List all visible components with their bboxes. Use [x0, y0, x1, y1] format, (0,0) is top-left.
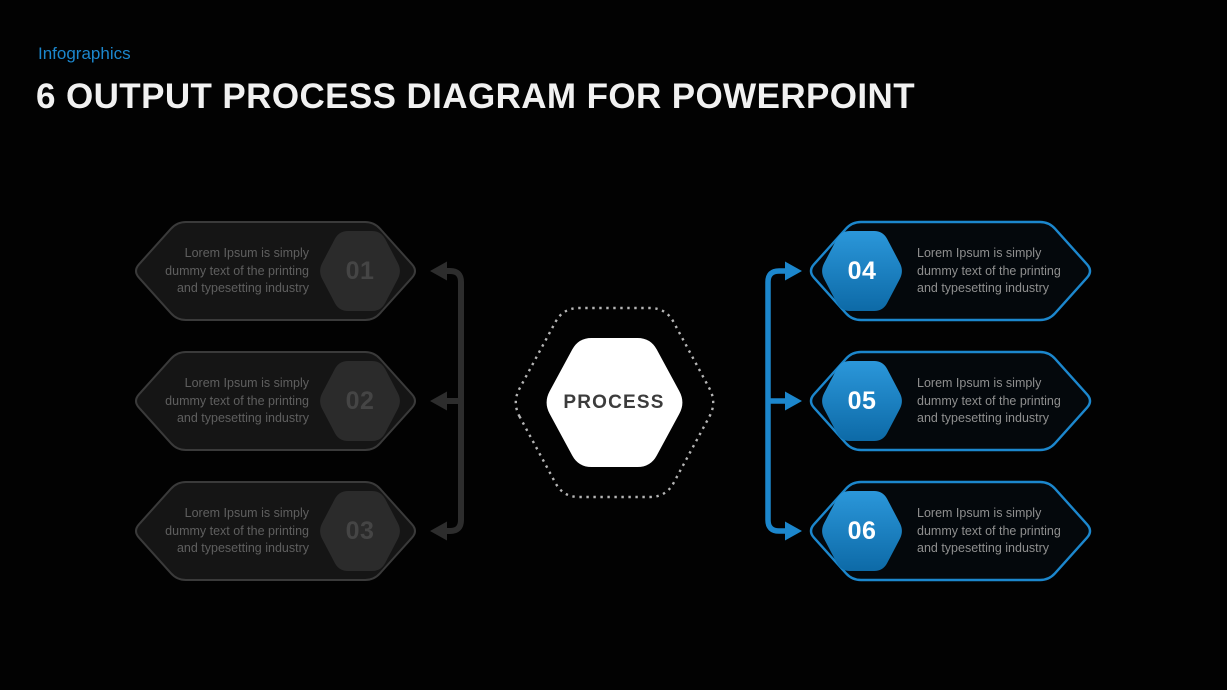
eyebrow-label: Infographics [38, 44, 131, 63]
arrow-to-item-01 [430, 261, 447, 281]
arrow-to-item-06 [785, 521, 802, 541]
description-line: dummy text of the printing [917, 393, 1061, 408]
description-line: Lorem Ipsum is simply [917, 376, 1042, 390]
item-06-shape [809, 480, 1092, 582]
description-line: Lorem Ipsum is simply [184, 506, 309, 520]
right-bracket-connector [765, 261, 802, 541]
process-item-06[interactable]: 06 Lorem Ipsum is simply dummy text of t… [808, 480, 1093, 582]
item-04-number: 04 [847, 256, 877, 285]
description-line: dummy text of the printing [165, 263, 309, 278]
process-center-node[interactable]: PROCESS [512, 306, 717, 499]
dotted-hexagon-outline [514, 306, 715, 499]
item-05-number: 05 [847, 386, 877, 415]
item-03-shape [135, 481, 416, 581]
description-line: Lorem Ipsum is simply [184, 246, 309, 260]
description-line: Lorem Ipsum is simply [917, 506, 1042, 520]
description-line: dummy text of the printing [917, 263, 1061, 278]
description-line: and typesetting industry [917, 281, 1050, 295]
description-line: dummy text of the printing [165, 523, 309, 538]
item-02-number: 02 [345, 386, 375, 415]
item-02-description: Lorem Ipsum is simply dummy text of the … [145, 375, 309, 428]
description-line: and typesetting industry [176, 281, 309, 295]
item-01-description: Lorem Ipsum is simply dummy text of the … [145, 245, 309, 298]
description-line: Lorem Ipsum is simply [184, 376, 309, 390]
item-04-shape [809, 220, 1092, 322]
item-06-number: 06 [847, 516, 877, 545]
item-06-description: Lorem Ipsum is simply dummy text of the … [917, 505, 1089, 558]
description-line: and typesetting industry [917, 411, 1050, 425]
description-line: Lorem Ipsum is simply [917, 246, 1042, 260]
process-item-03[interactable]: 03 Lorem Ipsum is simply dummy text of t… [133, 481, 418, 581]
item-05-shape [809, 350, 1092, 452]
left-bracket-connector [430, 261, 464, 541]
item-03-number: 03 [345, 516, 375, 545]
description-line: dummy text of the printing [917, 523, 1061, 538]
process-label: PROCESS [563, 391, 665, 413]
item-01-shape [135, 221, 416, 321]
arrow-to-item-04 [785, 261, 802, 281]
white-hexagon [546, 338, 683, 467]
process-item-01[interactable]: 01 Lorem Ipsum is simply dummy text of t… [133, 221, 418, 321]
item-01-number: 01 [345, 256, 375, 285]
description-line: and typesetting industry [176, 411, 309, 425]
item-04-description: Lorem Ipsum is simply dummy text of the … [917, 245, 1089, 298]
item-05-description: Lorem Ipsum is simply dummy text of the … [917, 375, 1089, 428]
arrow-to-item-02 [430, 391, 447, 411]
page-title: 6 OUTPUT PROCESS DIAGRAM FOR POWERPOINT [36, 77, 915, 116]
item-02-shape [135, 351, 416, 451]
description-line: and typesetting industry [176, 541, 309, 555]
process-item-02[interactable]: 02 Lorem Ipsum is simply dummy text of t… [133, 351, 418, 451]
process-item-04[interactable]: 04 Lorem Ipsum is simply dummy text of t… [808, 220, 1093, 322]
arrow-to-item-05 [785, 391, 802, 411]
process-hexagon [514, 306, 715, 499]
process-item-05[interactable]: 05 Lorem Ipsum is simply dummy text of t… [808, 350, 1093, 452]
description-line: and typesetting industry [917, 541, 1050, 555]
description-line: dummy text of the printing [165, 393, 309, 408]
arrow-to-item-03 [430, 521, 447, 541]
item-03-description: Lorem Ipsum is simply dummy text of the … [145, 505, 309, 558]
